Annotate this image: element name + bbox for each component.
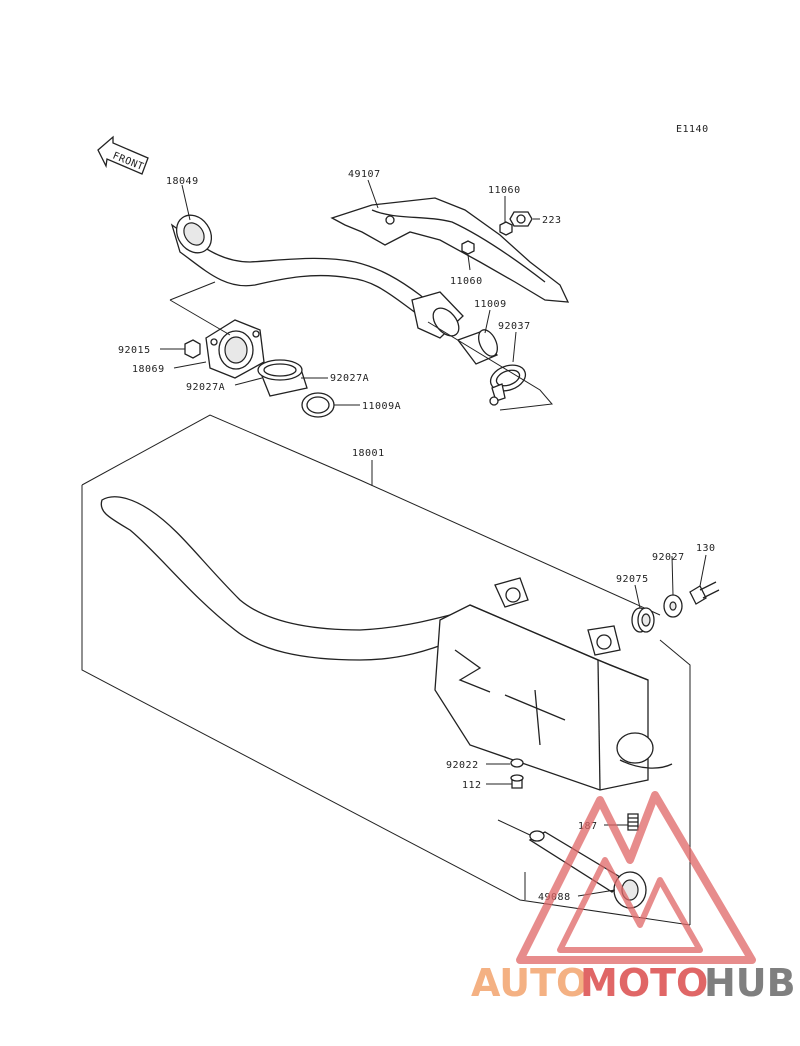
watermark-logo bbox=[516, 791, 756, 964]
label-11060-upper: 11060 bbox=[488, 185, 521, 196]
label-18001: 18001 bbox=[352, 448, 385, 459]
watermark-auto: AUTO bbox=[471, 961, 588, 1005]
nut-92015 bbox=[184, 339, 201, 359]
label-11009A: 11009A bbox=[362, 401, 401, 412]
screw-187 bbox=[627, 813, 639, 831]
label-18049: 18049 bbox=[166, 176, 199, 187]
nut-11060-upper bbox=[499, 221, 513, 236]
washer-92027 bbox=[663, 594, 683, 618]
bolt-130 bbox=[689, 581, 720, 605]
label-92037: 92037 bbox=[498, 321, 531, 332]
clamp-92037 bbox=[489, 364, 527, 406]
label-92027A-right: 92027A bbox=[330, 373, 369, 384]
watermark-hub: HUB bbox=[704, 961, 796, 1005]
label-92022: 92022 bbox=[446, 760, 479, 771]
label-92075: 92075 bbox=[616, 574, 649, 585]
label-11060-lower: 11060 bbox=[450, 276, 483, 287]
collar-92027A bbox=[257, 359, 308, 397]
gasket-11009A bbox=[301, 392, 335, 418]
label-92027: 92027 bbox=[652, 552, 685, 563]
damper-92075 bbox=[631, 607, 655, 633]
washer-92022 bbox=[510, 758, 524, 768]
label-92015: 92015 bbox=[118, 345, 151, 356]
gasket-11009 bbox=[456, 329, 499, 365]
label-18069: 18069 bbox=[132, 364, 165, 375]
bolt-223 bbox=[509, 211, 533, 227]
bolt-112 bbox=[510, 774, 524, 789]
label-223: 223 bbox=[542, 215, 562, 226]
leader-lines bbox=[160, 179, 707, 897]
label-49107: 49107 bbox=[348, 169, 381, 180]
watermark-moto: MOTO bbox=[580, 961, 708, 1005]
label-130: 130 bbox=[696, 543, 716, 554]
front-arrow-icon: FRONT bbox=[97, 135, 149, 175]
diagram-code: E1140 bbox=[676, 124, 709, 135]
muffler-18001 bbox=[100, 496, 673, 791]
label-112: 112 bbox=[462, 780, 482, 791]
label-92027A-left: 92027A bbox=[186, 382, 225, 393]
nut-11060-lower bbox=[461, 240, 475, 255]
watermark-text: AUTO MOTO HUB bbox=[471, 961, 796, 1005]
label-11009: 11009 bbox=[474, 299, 507, 310]
flange-18069 bbox=[205, 319, 265, 379]
